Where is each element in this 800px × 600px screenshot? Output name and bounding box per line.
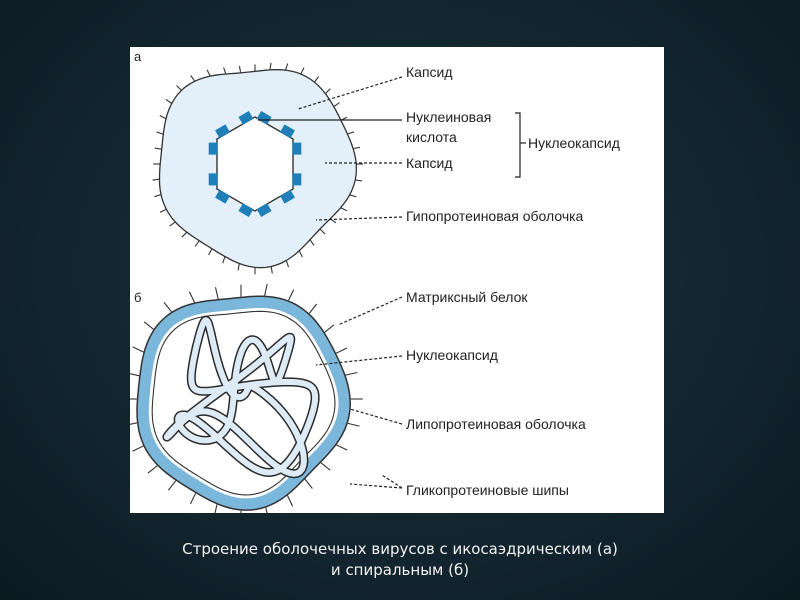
spike (160, 116, 166, 119)
spike (223, 257, 225, 264)
label-envelope-b: Липопротеиновая оболочка (406, 416, 586, 432)
glycoprotein-spike (336, 348, 347, 353)
spike (177, 86, 182, 91)
glycoprotein-spike (133, 347, 144, 352)
spike (155, 148, 162, 149)
glycoprotein-spike (214, 504, 217, 513)
glycoprotein-spike (287, 495, 292, 506)
glycoprotein-spike (216, 287, 219, 299)
helical-virus (130, 284, 363, 513)
label-nucleic-acid-line1: Нуклеиновая (406, 109, 491, 125)
spike (160, 209, 166, 212)
label-capsid-outer: Капсид (406, 64, 453, 80)
spike (270, 63, 271, 70)
spike (238, 264, 239, 271)
label-envelope-a: Гипопротеиновая оболочка (406, 208, 583, 224)
glycoprotein-spike (130, 423, 137, 426)
spike (325, 89, 330, 94)
spike (207, 70, 210, 76)
spike (310, 240, 314, 246)
spike (224, 67, 226, 74)
virus-diagram (130, 47, 664, 513)
glycoprotein-spike (133, 446, 144, 451)
glycoprotein-spike (325, 325, 334, 333)
spike (271, 267, 272, 274)
spike (315, 77, 319, 83)
spike (299, 251, 302, 257)
spike (209, 249, 212, 255)
spike (166, 99, 172, 103)
glycoprotein-spike (289, 290, 294, 301)
spike (182, 232, 187, 237)
glycoprotein-spike (321, 463, 330, 471)
label-nucleocapsid: Нуклеокапсид (406, 347, 498, 363)
spike (286, 64, 288, 71)
panel-letter-a: а (134, 49, 141, 65)
spike (341, 208, 347, 211)
label-nucleocapsid-group: Нуклеокапсид (528, 135, 620, 151)
glycoprotein-spike (164, 302, 172, 311)
capsomer (209, 143, 218, 155)
capsomer (292, 143, 301, 155)
spike (347, 132, 354, 134)
glycoprotein-spike (168, 481, 175, 490)
capsomer (292, 173, 301, 185)
panel-letter-b: б (134, 290, 141, 306)
spike (153, 179, 160, 180)
glycoprotein-spike (265, 284, 268, 296)
spike (191, 76, 195, 82)
spike (320, 229, 325, 234)
glycoprotein-spike (144, 322, 153, 330)
spike (240, 66, 241, 73)
leader-spikes-1 (350, 484, 402, 488)
glycoprotein-spike (348, 423, 360, 426)
spike (334, 103, 340, 107)
leader-spikes-2 (382, 475, 402, 488)
spike (301, 68, 304, 74)
diagram-panel: а Капсид Нуклеиновая кислота Капсид Нукл… (130, 47, 664, 513)
label-capsid-inner: Капсид (406, 155, 453, 171)
spike (350, 195, 357, 197)
spike (195, 241, 199, 247)
bracket-nucleocapsid (515, 113, 520, 177)
leader-matrix (338, 297, 402, 325)
label-glycoprotein-spikes: Гликопротеиновые шипы (406, 482, 569, 498)
caption-line-1: Строение оболочечных вирусов с икосаэдри… (0, 539, 800, 560)
glycoprotein-spike (346, 373, 358, 376)
caption-line-2: и спиральным (б) (0, 560, 800, 581)
spike (170, 222, 176, 226)
leader-envelope-b (350, 409, 402, 424)
glycoprotein-spike (190, 493, 195, 504)
spike (154, 195, 161, 197)
icosahedral-virus (153, 63, 364, 274)
glycoprotein-spike (189, 292, 194, 303)
glycoprotein-spike (336, 445, 347, 450)
glycoprotein-spike (148, 466, 157, 474)
spike (353, 147, 360, 148)
spike (157, 132, 164, 134)
capsomer (209, 173, 218, 185)
spike (355, 180, 362, 181)
glycoprotein-spike (309, 304, 316, 313)
glycoprotein-spike (305, 479, 313, 488)
spike (286, 261, 288, 268)
glycoprotein-spike (266, 508, 269, 513)
label-nucleic-acid-line2: кислота (406, 129, 457, 145)
glycoprotein-spike (130, 373, 139, 376)
label-matrix-protein: Матриксный белок (406, 289, 528, 305)
